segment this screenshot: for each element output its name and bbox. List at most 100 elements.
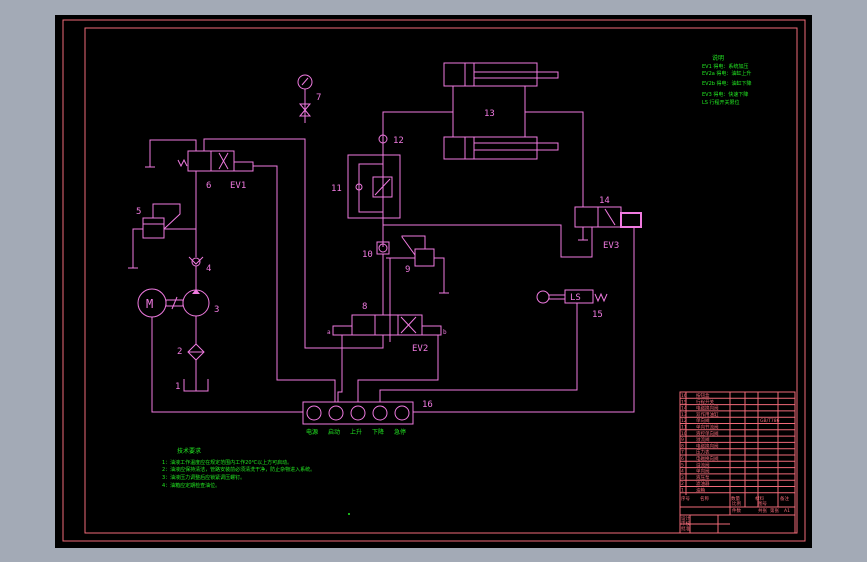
label-8: 8 [362, 302, 367, 312]
part-name: 按钮盒 [696, 392, 710, 399]
port-b: b [443, 329, 447, 336]
part-name: 液控单向阀 [696, 430, 719, 437]
label-15: 15 [592, 310, 603, 320]
part-name: 滤油器 [696, 480, 710, 487]
block-cell: A1 [784, 508, 790, 514]
label-5: 5 [136, 207, 141, 217]
label-2: 2 [177, 347, 182, 357]
legend-line: EV2b 得电：油缸下降 [702, 80, 752, 87]
port-a: a [327, 329, 331, 336]
part-name: 液压泵 [696, 474, 710, 481]
part-name: 单向节流阀 [696, 424, 719, 431]
part-name: 电磁换向阀 [696, 442, 719, 449]
button-2[interactable] [328, 405, 344, 421]
row-number: 10 [681, 431, 687, 437]
row-number: 16 [681, 393, 687, 399]
row-number: 7 [681, 450, 684, 456]
label-ev3: EV3 [603, 241, 619, 251]
label-9: 9 [405, 265, 410, 275]
inner-frame [84, 27, 798, 534]
button-label: 电源 [306, 428, 318, 436]
label-11: 11 [331, 184, 342, 194]
button-1[interactable] [306, 405, 322, 421]
tank-1 [183, 379, 209, 392]
legend-line: EV1 得电：系统加压 [702, 63, 748, 70]
row-number: 4 [681, 469, 684, 475]
label-6: 6 [206, 181, 211, 191]
part-code: GB/T786 [760, 418, 780, 424]
button-5[interactable] [394, 405, 410, 421]
note-line: 2：油液应保持清洁，管路安装前必须清洗干净，防止杂物进入系统。 [162, 466, 315, 473]
cylinder-13 [443, 62, 559, 160]
part-name: 压力表 [696, 449, 710, 456]
solenoid-valve-8 [332, 314, 442, 336]
solenoid-valve-14 [574, 206, 642, 241]
row-number: 12 [681, 418, 687, 424]
part-name: 电磁换向阀 [696, 455, 719, 462]
drawing-sheet: 13 12 11 10 9 14 EV3 8 EV2 a b 7 [55, 15, 812, 548]
label-1: 1 [175, 382, 180, 392]
header-cell: 材料 [755, 495, 764, 502]
part-name: 双作用油缸 [696, 411, 719, 418]
label-13: 13 [484, 109, 495, 119]
label-7: 7 [316, 93, 321, 103]
row-number: 13 [681, 412, 687, 418]
header-cell: 名称 [700, 495, 709, 502]
label-10: 10 [362, 250, 373, 260]
throttle-valve-11 [347, 154, 401, 219]
block-cell: 图号 [758, 501, 767, 507]
check-valve-12 [378, 134, 388, 144]
part-name: 单向阀 [696, 417, 710, 424]
row-number: 3 [681, 475, 684, 481]
hydraulic-schematic: 13 12 11 10 9 14 EV3 8 EV2 a b 7 [62, 19, 806, 542]
header-cell: 序号 [681, 495, 690, 502]
legend-line: EV2a 得电：油缸上升 [702, 70, 751, 77]
label-14: 14 [599, 196, 610, 206]
sign-cell: 设计 [681, 515, 690, 522]
block-cell: 件数 [732, 507, 741, 514]
row-number: 8 [681, 443, 684, 449]
button-label: 急停 [394, 428, 406, 436]
limit-switch-15 [564, 289, 594, 304]
part-name: 溢流阀 [696, 461, 710, 468]
legend-line: EV3 得电：快速下降 [702, 91, 748, 98]
button-4[interactable] [372, 405, 388, 421]
button-label: 启动 [328, 428, 340, 436]
row-number: 11 [681, 425, 687, 431]
header-cell: 数量 [731, 495, 740, 502]
label-12: 12 [393, 136, 404, 146]
outer-frame [62, 19, 806, 542]
row-number: 14 [681, 406, 687, 412]
limit-roller [536, 290, 550, 304]
button-label: 下降 [372, 428, 384, 436]
row-number: 1 [681, 488, 684, 494]
check-valve-4 [191, 257, 201, 267]
block-cell: 第张 [770, 507, 779, 514]
relief-valve-5 [142, 217, 165, 239]
row-number: 9 [681, 437, 684, 443]
label-4: 4 [206, 264, 211, 274]
note-line: 3：油液压力调整后应锁紧调压螺钉。 [162, 474, 245, 481]
sign-cell: 批准 [681, 525, 690, 532]
label-ev1: EV1 [230, 181, 246, 191]
block-cell: 比例 [732, 500, 741, 507]
row-number: 6 [681, 456, 684, 462]
label-16: 16 [422, 400, 433, 410]
part-name: 单向阀 [696, 468, 710, 475]
legend-line: LS 行程开关限位 [702, 99, 740, 106]
part-name: 溢流阀 [696, 436, 710, 443]
label-3: 3 [214, 305, 219, 315]
row-number: 5 [681, 462, 684, 468]
block-cell: 共张 [758, 507, 767, 514]
motor-label: M [146, 297, 153, 311]
sign-cell: 审核 [681, 520, 690, 527]
part-name: 电磁换向阀 [696, 405, 719, 412]
legend-title: 说明 [712, 54, 724, 62]
button-box-16 [302, 401, 414, 425]
note-line: 1：油液工作温度应在规定范围内工作20℃以上方可启动。 [162, 459, 292, 466]
note-line: 4：油箱应定期检查油位。 [162, 482, 220, 489]
label-ev2: EV2 [412, 344, 428, 354]
row-number: 2 [681, 481, 684, 487]
button-3[interactable] [350, 405, 366, 421]
